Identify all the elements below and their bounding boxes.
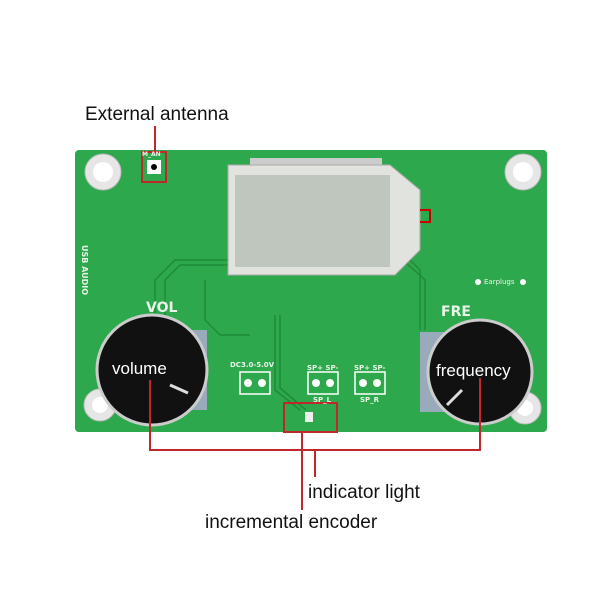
led (305, 412, 313, 422)
earplugs-silk: Earplugs (484, 278, 515, 286)
lcd-pins (250, 158, 382, 168)
usb-audio-label: USB AUDIO (80, 245, 89, 295)
antenna-pad-label: M_AN (142, 151, 161, 158)
vol-silk: VOL (146, 300, 178, 316)
dc-silk: DC3.0-5.0V (230, 361, 275, 369)
incremental-encoder-label: incremental encoder (205, 512, 378, 533)
indicator-light-label: indicator light (308, 482, 420, 503)
antenna-label: External antenna (85, 104, 229, 125)
lcd-screen (235, 175, 390, 267)
fre-silk: FRE (441, 304, 471, 320)
sp-header-left: SP+ SP- (307, 364, 339, 372)
annotation-lines (141, 126, 481, 510)
sp-header-right: SP+ SP- (354, 364, 386, 372)
volume-knob (95, 313, 209, 427)
sp-r-silk: SP_R (360, 396, 380, 404)
sp-l-silk: SP_L (313, 396, 332, 404)
volume-label: volume (112, 359, 167, 378)
frequency-label: frequency (436, 361, 511, 380)
